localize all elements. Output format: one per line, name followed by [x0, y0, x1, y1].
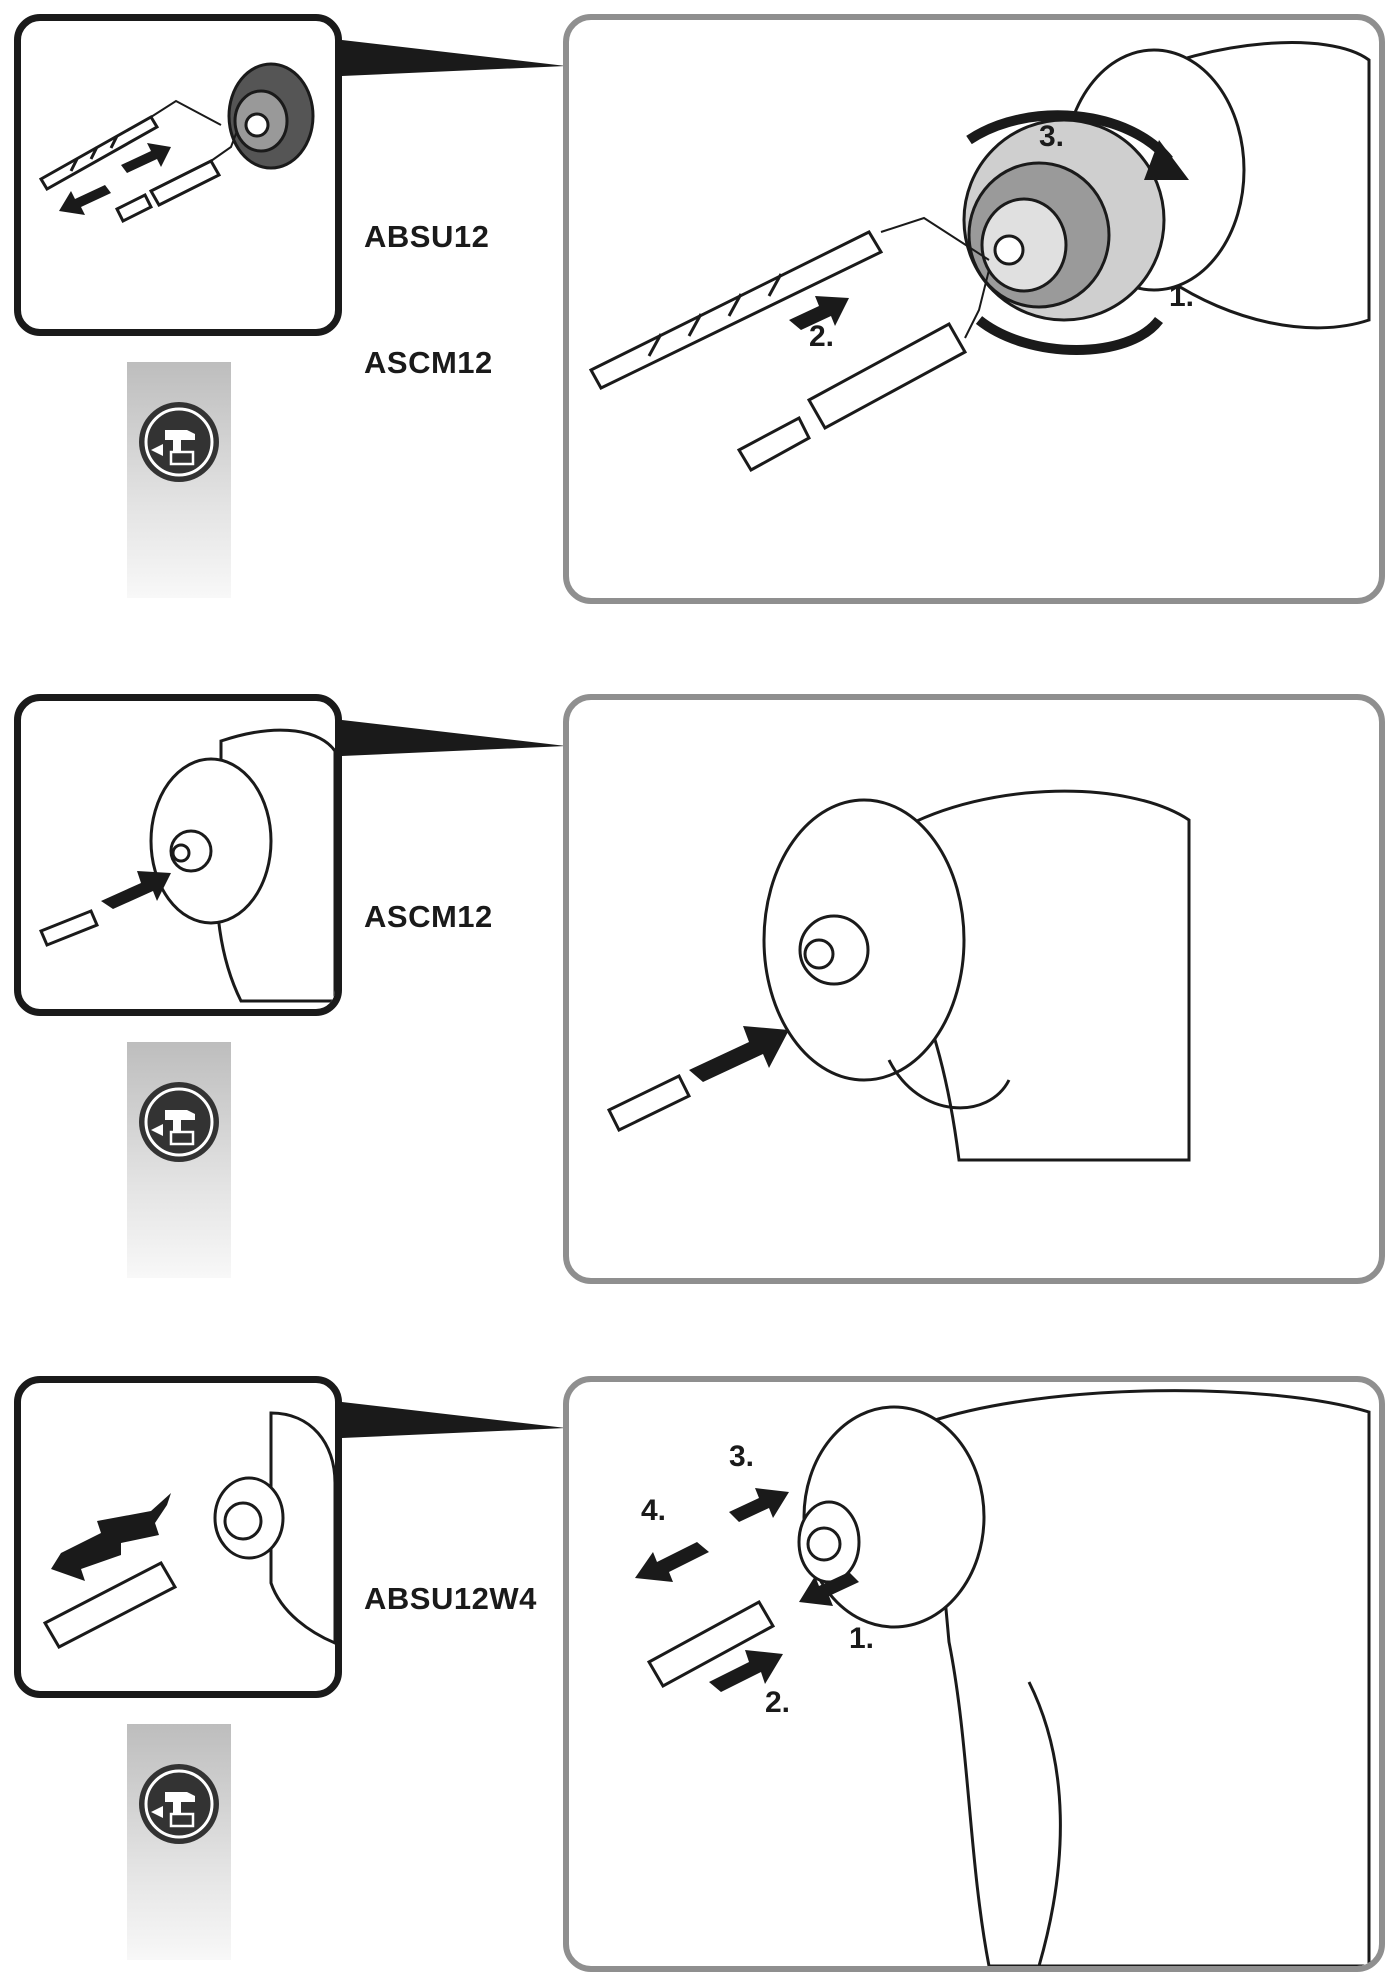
model-label-list: ASCM12	[364, 812, 493, 1022]
thumbnail-panel-3	[14, 1376, 342, 1698]
leader-line	[210, 130, 238, 162]
drill-illustration	[797, 1389, 1371, 1966]
detail-panel-1: 3. 2. 1.	[563, 14, 1385, 604]
step-label-1: 1.	[849, 1622, 875, 1655]
bit	[606, 1074, 692, 1132]
drill-illustration	[213, 1411, 335, 1645]
tool-strip	[127, 1724, 231, 1960]
bit-holder	[114, 159, 222, 224]
hex-bit	[42, 1561, 178, 1649]
step-label-3: 3.	[1039, 120, 1065, 153]
bit	[39, 909, 99, 947]
leader-line	[964, 269, 990, 339]
arrow-remove	[59, 185, 111, 215]
model-label-list: ABSU12 ASCM12	[364, 132, 493, 468]
drill-illustration	[762, 789, 1191, 1162]
chuck-illustration	[227, 62, 315, 170]
arrow-insert	[789, 296, 849, 330]
model-label-list: ABSU12W4	[364, 1494, 537, 1704]
rotate-arrow	[975, 316, 1163, 355]
battery-removal-icon	[139, 402, 219, 482]
arrow-insert	[101, 871, 171, 909]
model-label: ABSU12	[364, 219, 490, 254]
step-label-1: 1.	[1169, 280, 1195, 313]
thumbnail-panel-1	[14, 14, 342, 336]
section-1: ABSU12 ASCM12	[0, 0, 1392, 604]
battery-removal-icon	[139, 1082, 219, 1162]
arrow-step-4	[635, 1542, 709, 1582]
bit-holder	[736, 321, 968, 473]
drill-illustration	[962, 41, 1371, 330]
drill-bit	[588, 230, 884, 390]
callout-pointer	[342, 40, 566, 76]
arrow-step-1	[799, 1572, 859, 1606]
step-label-3: 3.	[729, 1440, 755, 1473]
callout-pointer	[342, 720, 566, 756]
drill-bit	[38, 114, 160, 192]
callout-pointer	[342, 1402, 566, 1438]
step-label-2: 2.	[765, 1686, 791, 1719]
section-2: ASCM12	[0, 680, 1392, 1284]
detail-panel-3: 3. 4. 1. 2.	[563, 1376, 1385, 1972]
hex-bit	[646, 1599, 776, 1689]
arrow-step-2	[709, 1650, 783, 1692]
arrow-insert	[689, 1026, 789, 1082]
model-label: ABSU12W4	[364, 1581, 537, 1616]
arrow-step-3	[729, 1488, 789, 1522]
model-label: ASCM12	[364, 899, 493, 934]
arrow-both-ways	[51, 1493, 171, 1581]
arrow-insert	[121, 143, 171, 173]
rotate-arrow	[966, 110, 1173, 164]
rotate-arrow-head	[1144, 140, 1189, 180]
thumbnail-panel-2	[14, 694, 342, 1016]
leader-line	[150, 99, 222, 126]
model-label: ASCM12	[364, 345, 493, 380]
drill-illustration	[149, 728, 335, 1003]
tool-strip	[127, 362, 231, 598]
tool-strip	[127, 1042, 231, 1278]
step-label-2: 2.	[809, 320, 835, 353]
leader-line	[880, 216, 990, 261]
step-label-4: 4.	[641, 1494, 667, 1527]
section-3: ABSU12W4 3.	[0, 1362, 1392, 1972]
detail-panel-2	[563, 694, 1385, 1284]
battery-removal-icon	[139, 1764, 219, 1844]
